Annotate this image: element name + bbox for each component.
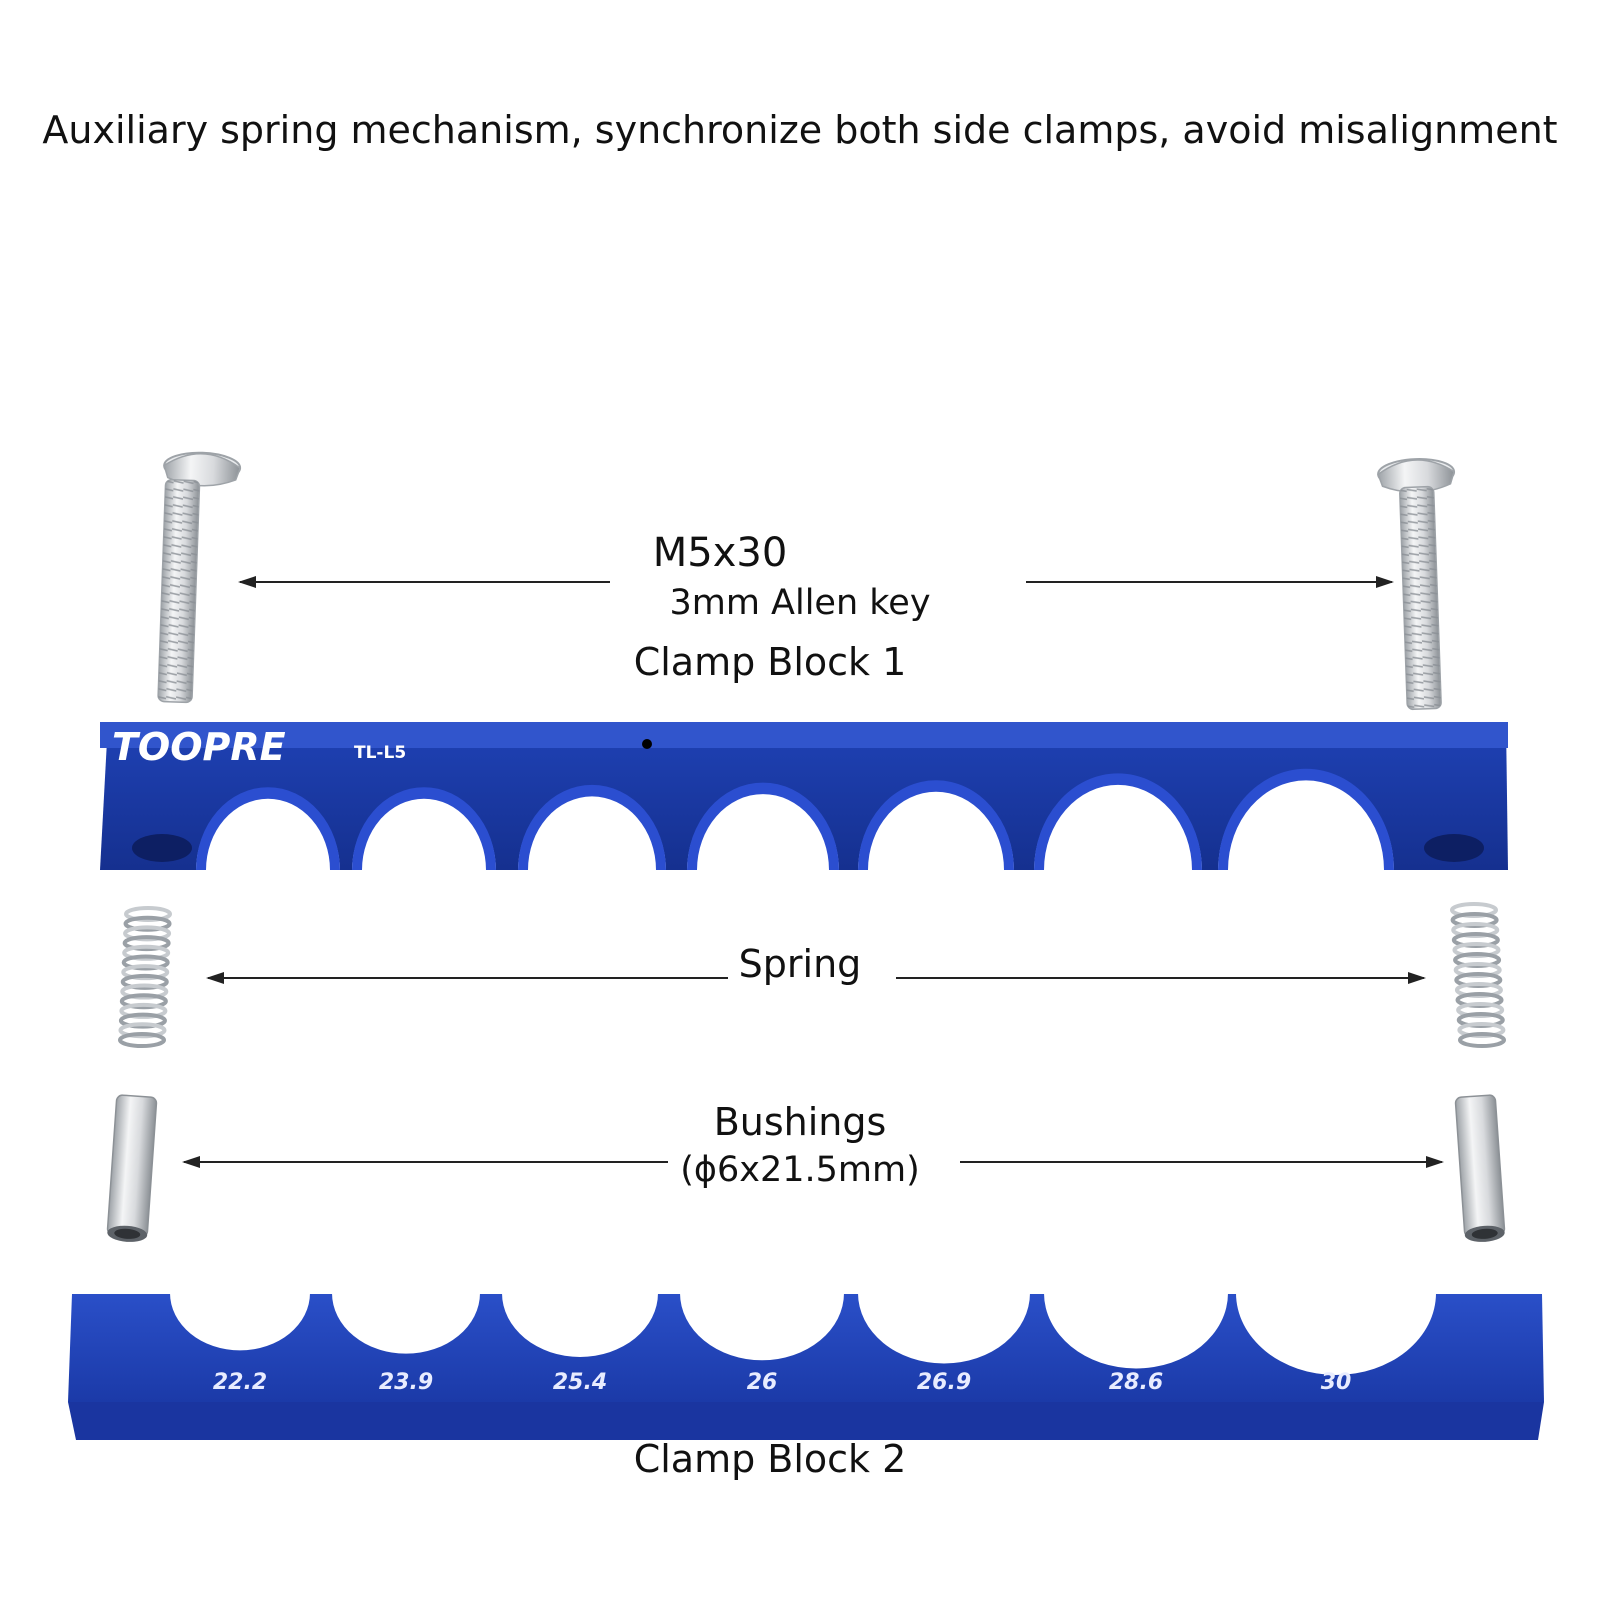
size-label: 26 [747, 1370, 778, 1395]
spring-coil [119, 993, 168, 1010]
bushing-left [106, 1094, 158, 1242]
spring-coil [121, 964, 170, 981]
spring-arrow-left [206, 972, 728, 984]
clamp-block-2: 22.2 23.9 25.4 26 26.9 28.6 30 [68, 1293, 1544, 1440]
spring-coil [124, 906, 172, 922]
clamp-1-groove-edge [858, 780, 1014, 870]
spring-coil [119, 1002, 168, 1019]
spring-coil [1458, 1032, 1506, 1048]
bushing-arrow-left [182, 1156, 668, 1168]
spring-coil [120, 973, 169, 990]
spring-coil [118, 1022, 167, 1039]
clamp-block-1-label: Clamp Block 1 [633, 640, 907, 684]
size-label: 25.4 [553, 1370, 607, 1395]
spring-left [118, 906, 172, 1048]
screw-hole-right [1424, 834, 1484, 862]
size-label: 30 [1321, 1370, 1352, 1395]
spring-coil [118, 1012, 167, 1029]
spring-coil [120, 983, 169, 1000]
clamp-block-1: TOOPRE TL-L5 [100, 722, 1508, 871]
screw-arrow-left [238, 576, 610, 588]
clamp-1-groove-edge [196, 787, 340, 870]
bushing-right [1454, 1094, 1506, 1242]
spring-right [1450, 902, 1506, 1048]
clamp-1-groove-edge [1034, 773, 1202, 870]
allen-key-label: 3mm Allen key [669, 583, 931, 623]
clamp-1-groove-edge [687, 782, 839, 870]
spring-coil [123, 925, 172, 942]
clamp-1-groove-edge [518, 784, 666, 870]
size-label: 28.6 [1109, 1370, 1163, 1395]
clamp-1-groove-edge [1218, 768, 1394, 870]
bushing-size-label: (ϕ6x21.5mm) [680, 1150, 920, 1190]
clamp-block-2-label: Clamp Block 2 [633, 1437, 907, 1481]
spring-label: Spring [738, 942, 862, 986]
headline: Auxiliary spring mechanism, synchronize … [42, 108, 1558, 152]
size-label: 22.2 [213, 1370, 267, 1395]
model-number: TL-L5 [354, 743, 406, 763]
spring-coil [118, 1032, 166, 1048]
screw-hole-left [132, 834, 192, 862]
marker-dot [642, 739, 652, 749]
size-label: 26.9 [917, 1370, 971, 1395]
screw-label: M5x30 [652, 530, 788, 576]
screw-right [1377, 458, 1456, 711]
brand-logo: TOOPRE [112, 725, 286, 769]
spring-arrow-right [896, 972, 1426, 984]
spring-coil [123, 915, 172, 932]
size-label: 23.9 [379, 1370, 433, 1395]
spring-coil [122, 944, 171, 961]
bushing-arrow-right [960, 1156, 1444, 1168]
clamp-1-groove-edge [352, 787, 496, 870]
screw-left [157, 451, 242, 704]
spring-coil [121, 954, 170, 971]
bushings-label: Bushings [713, 1100, 887, 1144]
spring-coil [122, 935, 171, 952]
screw-arrow-right [1026, 576, 1394, 588]
